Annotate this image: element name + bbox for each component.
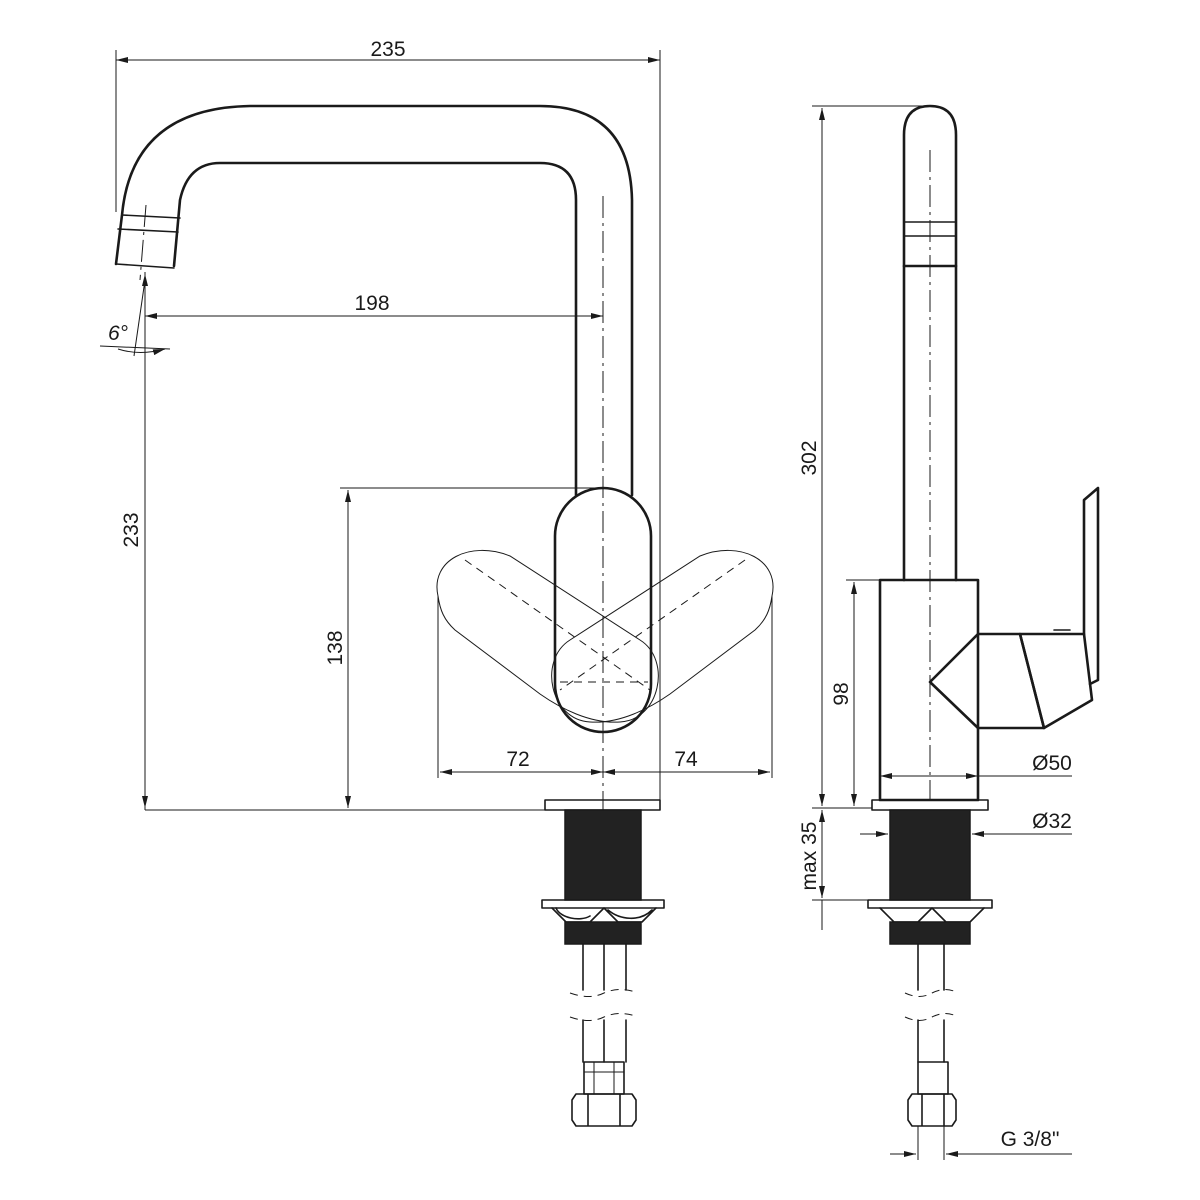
lever-swing-right: [551, 549, 774, 723]
side-body: [878, 578, 980, 802]
front-view: 235 198 6° 233 138 72 74: [99, 38, 774, 1127]
spout-inner-outline: [172, 161, 578, 497]
aerator-axis: [139, 204, 147, 281]
side-threaded-shank: [889, 809, 971, 901]
dim-spout-reach: 198: [354, 292, 389, 315]
side-lower-thread: [889, 921, 971, 945]
threaded-shank: [564, 809, 642, 901]
dim-lever-height: 138: [324, 630, 347, 665]
hose-break-bottom: [569, 1013, 639, 1021]
dim-thread-diameter: Ø32: [1032, 810, 1072, 833]
side-lever-handle: [1082, 486, 1100, 686]
hose-fitting: [583, 1061, 625, 1095]
lower-thread: [564, 921, 642, 945]
lever-swing-axis-right: [559, 559, 746, 691]
dim-total-height: 302: [798, 440, 821, 475]
dim-base-diameter: Ø50: [1032, 752, 1072, 775]
dim-lever-left: 72: [506, 748, 529, 771]
dim-max-thickness: max 35: [798, 822, 821, 891]
side-lever-wedge: [928, 632, 1046, 730]
washer: [541, 899, 665, 909]
dim-spout-angle: 6°: [108, 322, 128, 345]
hose-nut: [571, 1093, 637, 1127]
dim-lever-right: 74: [674, 748, 698, 771]
dim-body-height: 98: [830, 682, 853, 705]
dim-spout-height: 233: [120, 512, 143, 547]
fixing-nut: [551, 907, 657, 923]
side-hose-fitting: [917, 1061, 949, 1095]
hose-break-top: [569, 989, 639, 997]
side-lever-block: [1018, 632, 1094, 730]
dim-arc-spout-angle: [117, 348, 166, 356]
aerator: [115, 214, 181, 269]
dim-connection: G 3/8": [1001, 1128, 1060, 1151]
side-hose-nut: [907, 1093, 957, 1127]
lever-swing-left: [436, 549, 659, 723]
side-view: 302 98 Ø50 Ø32 max 35 G 3/8": [798, 104, 1100, 1160]
lever-swing-axis-left: [464, 559, 651, 691]
dim-total-width: 235: [370, 38, 405, 61]
side-base-plate: [871, 799, 989, 811]
hose-fitting-detail: [584, 1062, 624, 1094]
body-housing: [553, 486, 653, 734]
side-fixing-nut: [879, 907, 985, 923]
side-washer: [867, 899, 993, 909]
spout-outer-outline: [114, 104, 634, 497]
